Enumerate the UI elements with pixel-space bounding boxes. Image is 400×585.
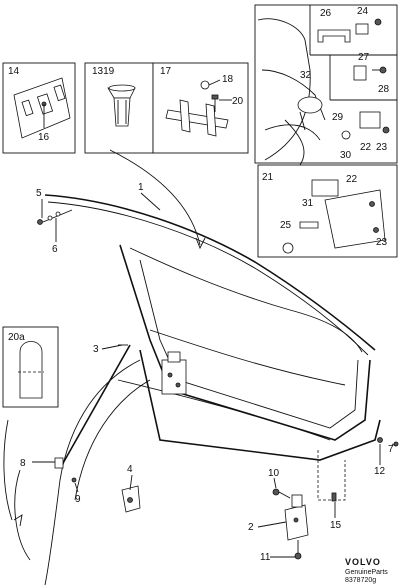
fasteners-5-6 — [37, 209, 73, 225]
inset-box-17: 17 18 20 — [152, 62, 249, 154]
callout-8: 8 — [20, 458, 26, 469]
bottom-hinge — [272, 437, 399, 560]
callout-20a: 20a — [8, 332, 25, 343]
callout-29: 29 — [332, 112, 344, 123]
callout-30: 30 — [340, 150, 352, 161]
callout-28: 28 — [378, 84, 390, 95]
callout-10: 10 — [268, 468, 280, 479]
callout-11: 11 — [260, 552, 271, 563]
callout-20: 20 — [232, 96, 244, 107]
callout-3: 3 — [93, 344, 99, 355]
callout-26: 26 — [320, 8, 332, 19]
callout-19: 1319 — [92, 66, 115, 77]
callout-31: 31 — [302, 198, 314, 209]
gas-strut-and-body — [3, 344, 151, 585]
callout-6: 6 — [52, 244, 58, 255]
inset-box-21: 21 22 31 25 23 — [257, 164, 398, 258]
inset-box-19: 1319 — [84, 62, 154, 154]
callout-2: 2 — [248, 522, 254, 533]
callout-4: 4 — [127, 464, 133, 475]
callout-18: 18 — [222, 74, 234, 85]
callout-12: 12 — [374, 466, 386, 477]
inset-box-14: 14 16 — [2, 62, 76, 154]
genuine-parts-label: GenuineParts — [345, 569, 388, 576]
callout-16: 16 — [38, 132, 50, 143]
callout-21: 21 — [262, 172, 274, 183]
inset-box-20a: 20a — [2, 326, 59, 408]
callout-9: 9 — [75, 494, 81, 505]
callout-23a: 23 — [376, 142, 388, 153]
callout-17: 17 — [160, 66, 172, 77]
brand-name: VOLVO — [345, 557, 381, 567]
callout-22b: 22 — [346, 174, 358, 185]
callout-1: 1 — [138, 182, 144, 193]
callout-23b: 23 — [376, 237, 388, 248]
inset-box-car-rear: 26 24 27 28 32 29 30 22 23 — [254, 4, 398, 164]
callout-5: 5 — [36, 188, 42, 199]
callout-27: 27 — [358, 52, 370, 63]
reference-number: 8378720g — [345, 577, 376, 584]
footer-brand: VOLVO GenuineParts 8378720g — [345, 557, 388, 584]
main-callouts: 1 2 3 4 5 6 7 8 9 10 11 12 15 — [20, 182, 397, 563]
callout-24: 24 — [357, 6, 369, 17]
callout-25: 25 — [280, 220, 292, 231]
callout-22a: 22 — [360, 142, 372, 153]
callout-7: 7 — [388, 444, 394, 455]
callout-15: 15 — [330, 520, 342, 531]
callout-32: 32 — [300, 70, 312, 81]
callout-14: 14 — [8, 66, 20, 77]
